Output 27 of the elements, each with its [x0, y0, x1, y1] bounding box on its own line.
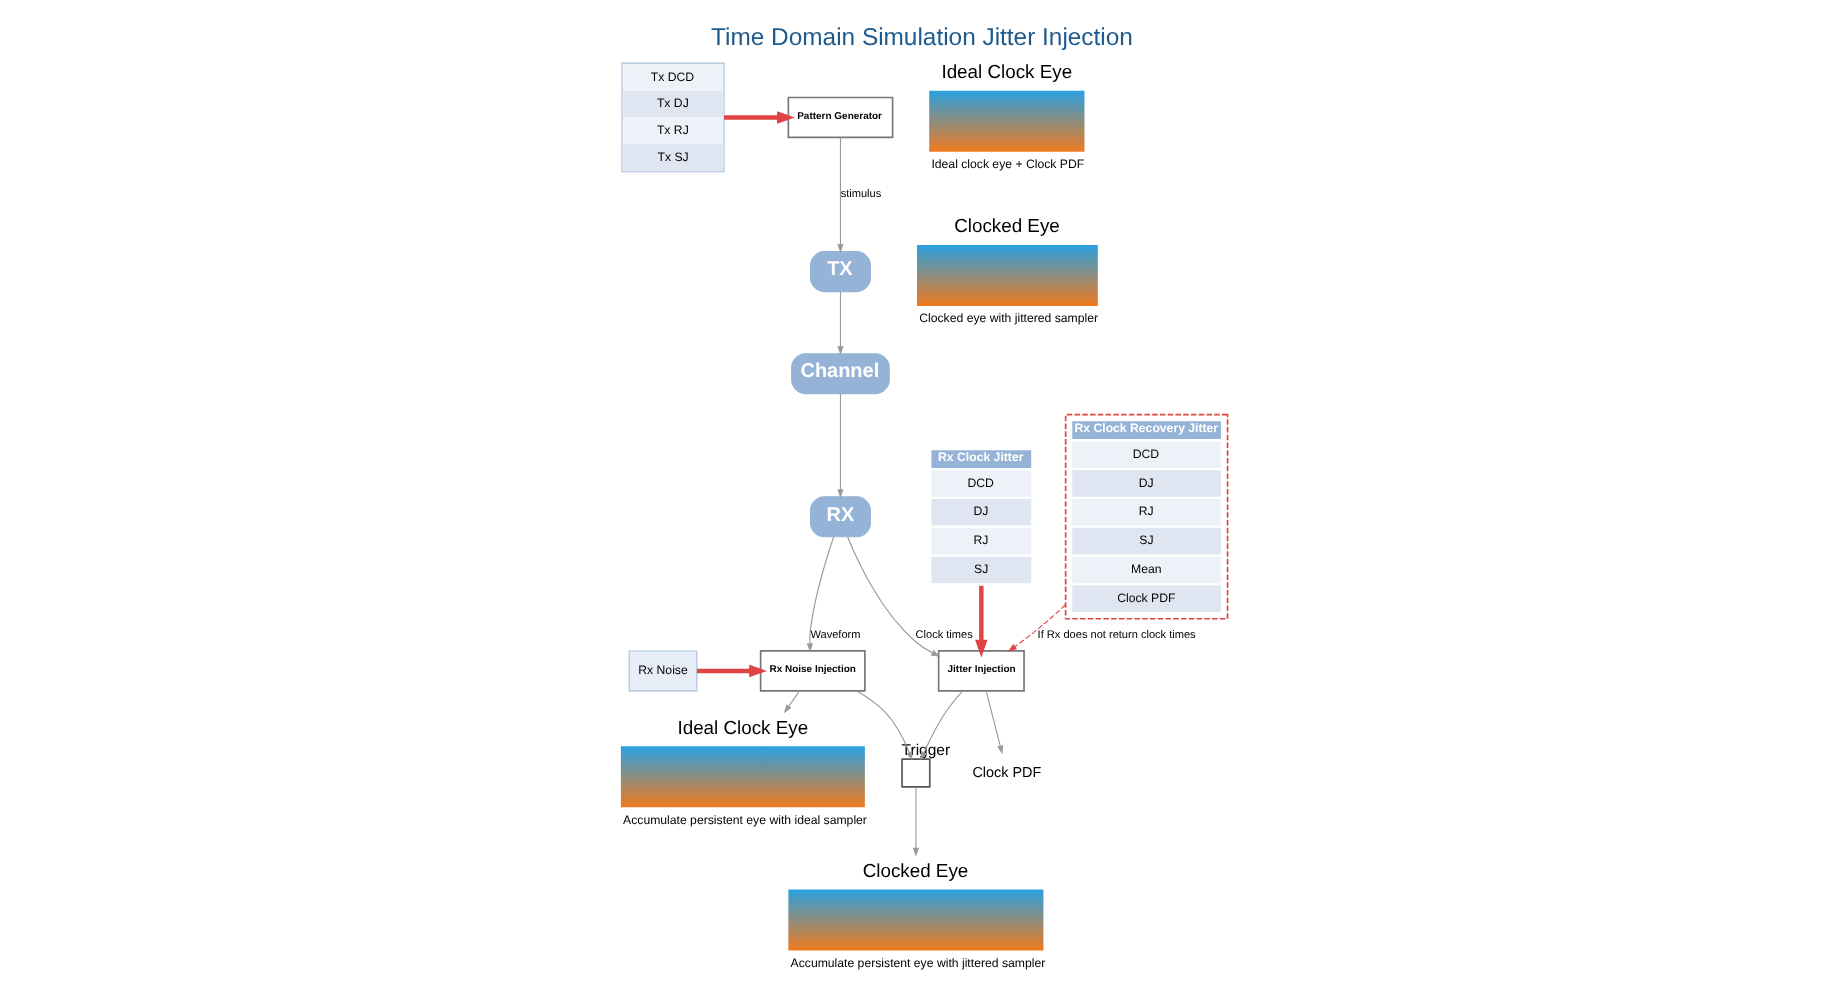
arrow — [837, 393, 844, 499]
node-label: Ideal Clock Eye — [677, 715, 809, 738]
node-box — [620, 746, 865, 808]
arrow — [975, 585, 988, 658]
arrow — [724, 111, 795, 124]
diagram-title: Time Domain Simulation Jitter Injection — [711, 22, 1133, 51]
node-box: TX — [809, 251, 871, 293]
arrow — [856, 690, 913, 761]
node-box: RX — [809, 496, 871, 538]
node-box-text — [788, 889, 1044, 951]
arrow — [783, 690, 800, 714]
arrow — [1007, 604, 1066, 652]
node-label: Clocked Eye — [862, 858, 969, 881]
arrow — [920, 690, 964, 761]
arrow — [696, 664, 767, 678]
node-box — [917, 245, 1098, 306]
arrow — [837, 291, 844, 356]
arrow — [912, 786, 919, 857]
node-box: Channel — [791, 353, 890, 395]
node-label: Clocked Eye — [954, 214, 1060, 237]
node-label: Ideal Clock Eye — [941, 60, 1073, 83]
arrow — [837, 136, 844, 253]
node-box — [901, 758, 931, 788]
arrow — [806, 536, 835, 653]
node-box — [929, 90, 1085, 152]
arrow — [847, 536, 941, 657]
arrow — [985, 690, 1004, 755]
